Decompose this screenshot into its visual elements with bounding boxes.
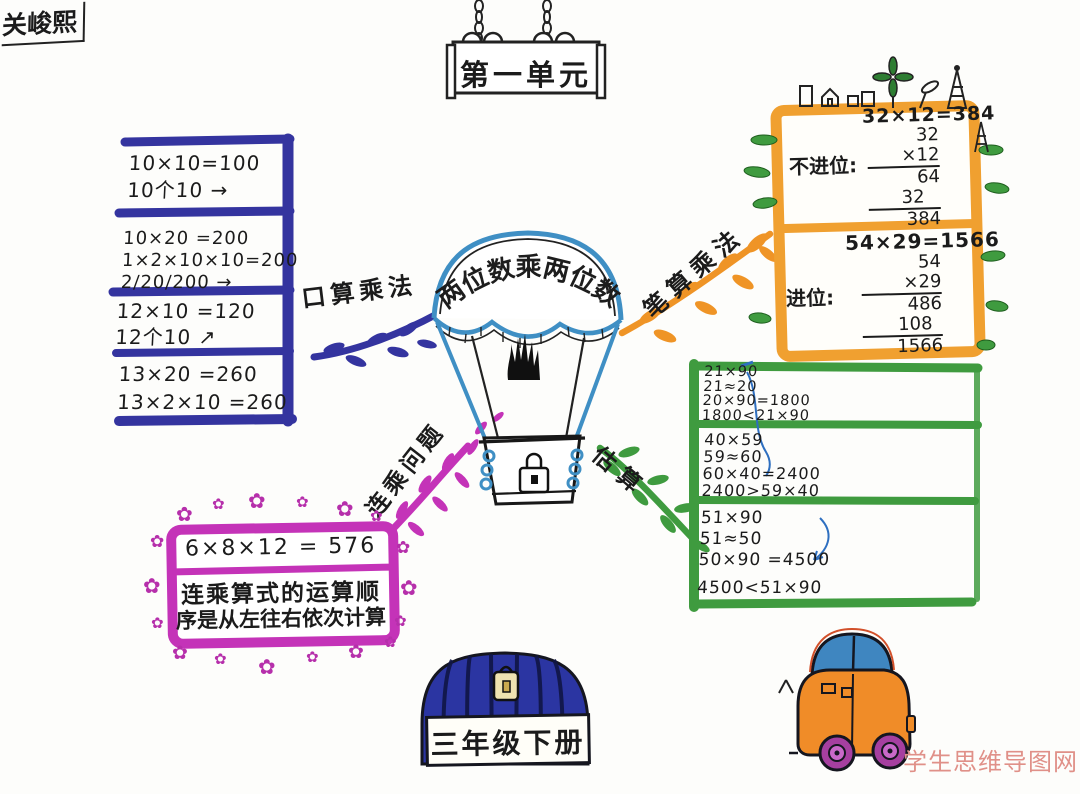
math-line: 12×10 =120	[116, 299, 257, 323]
flower-icon: ✿	[172, 642, 188, 664]
math-line: 10×20 =200	[122, 228, 250, 249]
flame-icon	[507, 334, 540, 380]
oral-box-frame	[108, 133, 297, 427]
blue-pen-marks	[740, 360, 830, 561]
math-line: 10×10=100	[128, 151, 261, 175]
oral-section-4: 13×20 =260 13×2×10 =260	[117, 360, 290, 416]
math-line: 40×59	[703, 430, 764, 449]
oral-branch	[310, 310, 441, 367]
calc-row: 384	[906, 208, 942, 230]
estimate-section-3: 51×90 51≈50 50×90 =4500 4500<51×90	[697, 508, 833, 599]
math-line: 2/20/200 →	[120, 272, 234, 293]
math-line: 60×40=2400	[702, 464, 822, 483]
hot-air-balloon-icon: 两位数乘两位数	[431, 230, 626, 506]
leaf-decorations-icon	[743, 134, 1010, 351]
flower-icon: ✿	[151, 614, 164, 632]
oral-section-3: 12×10 =120 12个10 ↗	[115, 298, 257, 350]
math-line: 21×90	[703, 364, 759, 380]
estimate-branch	[596, 444, 710, 553]
student-name: 关峻熙	[1, 1, 86, 47]
calc-row: 64	[916, 166, 941, 188]
lock-icon	[518, 452, 550, 494]
unit-sign-board	[445, 31, 607, 100]
flower-icon: ✿	[143, 574, 161, 598]
watermark: 学生思维导图网	[903, 748, 1078, 776]
oral-section-2: 10×20 =200 1×2×10×10=200 2/20/200 →	[120, 228, 300, 294]
flower-icon: ✿	[212, 495, 225, 513]
math-line: 50×90 =4500	[698, 550, 831, 570]
dome-icon	[420, 651, 591, 767]
no-carry-label: 不进位:	[788, 153, 858, 179]
flower-icon: ✿	[296, 493, 309, 511]
flower-icon: ✿	[248, 489, 266, 513]
written-branch	[618, 230, 777, 343]
flower-icon: ✿	[258, 655, 276, 679]
flower-icon: ✿	[370, 507, 383, 525]
math-line: 20×90=1800	[702, 393, 812, 409]
mini-tower-icon	[974, 121, 989, 153]
unit-sign-label: 第一单元	[459, 58, 592, 92]
math-line: 21≈20	[702, 378, 758, 395]
math-line: 51×90	[700, 508, 764, 528]
written-box-frame	[770, 100, 986, 362]
flower-icon: ✿	[150, 532, 165, 552]
car-icon	[778, 627, 916, 772]
carry-calc: 54 ×29 486 108 1566	[861, 251, 944, 358]
flower-icon: ✿	[400, 576, 418, 600]
no-carry-calc: 32 ×12 64 32 384	[867, 124, 942, 231]
carry-label: 进位:	[785, 285, 835, 311]
math-line: 13×20 =260	[118, 362, 259, 386]
math-line: 51≈50	[699, 529, 763, 549]
flower-icon: ✿	[176, 502, 193, 526]
flower-icon: ✿	[394, 612, 407, 630]
grade-banner-label: 三年级下册	[430, 725, 586, 762]
chain-rule-line-2: 序是从左往右依次计算	[175, 605, 387, 633]
chain-box-frame	[166, 521, 400, 649]
flower-icon: ✿	[336, 497, 354, 521]
lantern-icon	[492, 665, 520, 702]
math-line: 13×2×10 =260	[116, 390, 289, 414]
city-doodles-icon	[799, 56, 968, 109]
estimate-section-1: 21×90 21≈20 20×90=1800 1800<21×90	[701, 364, 812, 424]
flower-icon: ✿	[306, 648, 319, 666]
math-line: 12个10 ↗	[114, 325, 217, 349]
flower-icon: ✿	[348, 641, 364, 663]
flower-icon: ✿	[396, 538, 411, 558]
flower-icon: ✿	[214, 650, 227, 668]
math-line: 4500<51×90	[696, 578, 823, 598]
oral-section-1: 10×10=100 10个10 →	[127, 150, 261, 204]
math-line: 10个10 →	[126, 178, 229, 202]
calc-row: 1566	[897, 334, 944, 358]
math-line: 2400>59×40	[701, 481, 821, 500]
math-line: 1800<21×90	[701, 407, 811, 424]
math-line: 59≈60	[702, 447, 764, 466]
estimate-section-2: 40×59 59≈60 60×40=2400 2400>59×40	[701, 430, 823, 500]
math-line: 1×2×10×10=200	[121, 250, 299, 271]
chain-formula: 6×8×12 = 576	[184, 533, 377, 562]
flower-icon: ✿	[384, 633, 397, 651]
